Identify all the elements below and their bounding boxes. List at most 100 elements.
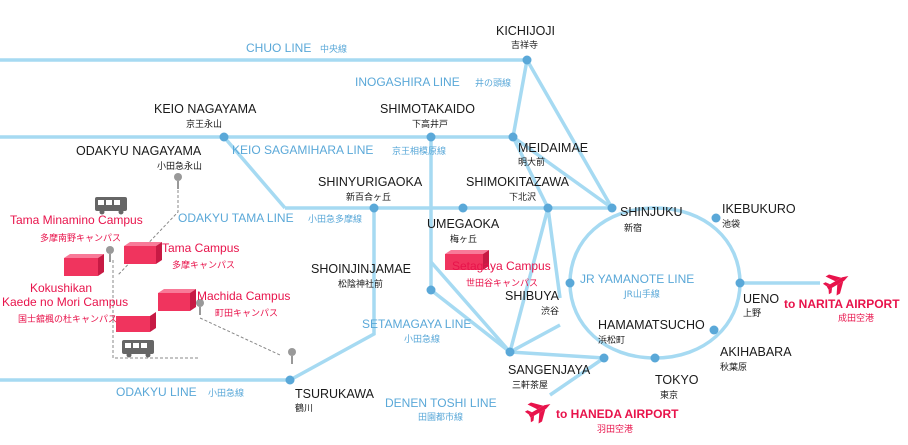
line-label-setamagaya: SETAMAGAYA LINE <box>362 317 471 331</box>
airport-label-narita-jp: 成田空港 <box>838 312 874 324</box>
campus-building-icon <box>116 312 156 332</box>
line-label-yamanote-jp: JR山手線 <box>623 288 660 300</box>
station-dot-hamamatsucho <box>599 353 609 363</box>
station-dot-shinyurigaoka <box>369 203 379 213</box>
station-dot-tokyo <box>650 353 660 363</box>
airplane-icon <box>524 402 551 424</box>
station-label-tokyo-jp: 東京 <box>660 389 678 401</box>
line-label-odakyu: ODAKYU LINE <box>116 385 197 399</box>
station-label-shimokitazawa: SHIMOKITAZAWA <box>466 175 570 189</box>
station-dot-shinjuku <box>607 203 617 213</box>
campus-building-icon <box>124 242 162 264</box>
station-label-shinyurigaoka-jp: 新百合ヶ丘 <box>346 191 391 203</box>
line-label-chuo: CHUO LINE <box>246 41 311 55</box>
station-label-shoinjinjamae: SHOINJINJAMAE <box>311 262 411 276</box>
station-label-shinyurigaoka: SHINYURIGAOKA <box>318 175 423 189</box>
bus-stop-icon <box>106 246 114 262</box>
line-label-setamagaya-jp: 小田急線 <box>404 333 440 345</box>
line-label-odakyu-tama-jp: 小田急多摩線 <box>308 213 362 225</box>
airport-label-haneda: to HANEDA AIRPORT <box>556 407 679 421</box>
line-label-denen-toshi-jp: 田園都市線 <box>418 411 463 423</box>
bus-icon <box>95 197 127 215</box>
station-label-tokyo: TOKYO <box>655 373 699 387</box>
bus-icon <box>122 340 154 358</box>
haneda-route <box>549 356 605 397</box>
station-label-shibuya-jp: 渋谷 <box>541 305 559 317</box>
campus-label-kokushikan-line1: Kokushikan <box>30 281 92 295</box>
line-label-odakyu-jp: 小田急線 <box>208 387 244 399</box>
denen-toshi-line-route <box>508 207 550 353</box>
station-label-ueno: UENO <box>743 292 779 306</box>
station-label-ikebukuro-jp: 池袋 <box>722 218 740 230</box>
station-label-shimotakaido: SHIMOTAKAIDO <box>380 102 475 116</box>
station-label-sangenjaya: SANGENJAYA <box>508 363 591 377</box>
station-dot-kichijoji <box>522 55 532 65</box>
station-label-umegaoka-jp: 梅ヶ丘 <box>450 233 477 245</box>
station-label-akihabara-jp: 秋葉原 <box>720 361 747 373</box>
line-label-odakyu-tama: ODAKYU TAMA LINE <box>178 211 294 225</box>
station-dot-meidaimae <box>508 132 518 142</box>
station-dots <box>219 55 745 385</box>
campus-label-setagaya-jp: 世田谷キャンパス <box>466 277 538 289</box>
station-dot-shibuya <box>565 278 575 288</box>
station-label-shinjuku-jp: 新宿 <box>624 222 642 234</box>
bus-connector-tama <box>112 260 200 359</box>
station-dot-sangenjaya <box>505 347 515 357</box>
station-label-umegaoka: UMEGAOKA <box>427 217 500 231</box>
campus-label-setagaya: Setagaya Campus <box>452 259 551 273</box>
campus-label-tama-minamino-jp: 多摩南野キャンパス <box>40 232 121 244</box>
station-label-keio-nagayama-jp: 京王永山 <box>186 118 222 130</box>
station-label-shinjuku: SHINJUKU <box>620 205 683 219</box>
station-label-odakyu-nagayama-jp: 小田急永山 <box>157 160 202 172</box>
station-label-tsurukawa: TSURUKAWA <box>295 387 375 401</box>
campus-label-tama: Tama Campus <box>162 241 239 255</box>
station-label-tsurukawa-jp: 鶴川 <box>295 402 313 414</box>
campus-building-icon <box>445 250 489 270</box>
campus-label-machida-jp: 町田キャンパス <box>215 308 278 319</box>
airport-label-narita: to NARITA AIRPORT <box>784 297 900 311</box>
station-label-ikebukuro: IKEBUKURO <box>722 202 796 216</box>
campus-label-machida: Machida Campus <box>197 289 290 303</box>
station-dot-ueno <box>735 278 745 288</box>
campus-label-tama-minamino: Tama Minamino Campus <box>10 213 143 227</box>
station-label-ueno-jp: 上野 <box>743 308 761 319</box>
line-label-chuo-jp: 中央線 <box>320 43 347 55</box>
campus-building-icon <box>64 254 104 276</box>
station-label-shoinjinjamae-jp: 松陰神社前 <box>338 278 383 290</box>
station-label-shimokitazawa-jp: 下北沢 <box>509 191 536 203</box>
station-label-meidaimae-jp: 明大前 <box>518 156 545 168</box>
inogashira-line-route <box>511 59 562 299</box>
campus-label-kokushikan-jp: 国士舘楓の杜キャンパス <box>18 313 117 325</box>
line-label-yamanote: JR YAMANOTE LINE <box>580 272 694 286</box>
bus-stop-icon <box>174 173 182 189</box>
line-label-keio-sagamihara-jp: 京王相模原線 <box>392 145 446 157</box>
station-dot-ikebukuro <box>711 213 721 223</box>
station-label-kichijoji-jp: 吉祥寺 <box>511 39 538 51</box>
bus-stop-icon <box>196 299 204 315</box>
station-label-hamamatsucho-jp: 浜松町 <box>598 334 625 346</box>
station-dot-shimokitazawa <box>543 203 553 213</box>
odakyu-line-route <box>0 208 376 382</box>
station-label-shimotakaido-jp: 下高井戸 <box>412 118 448 130</box>
bus-stop-icon <box>288 348 296 364</box>
airplane-icon <box>822 274 849 296</box>
station-dot-umegaoka <box>458 203 468 213</box>
keio-sagamihara-line-route <box>222 135 287 210</box>
bus-stops <box>106 173 296 364</box>
station-label-sangenjaya-jp: 三軒茶屋 <box>512 379 548 391</box>
station-label-shibuya: SHIBUYA <box>505 289 560 303</box>
airport-label-haneda-jp: 羽田空港 <box>597 423 633 435</box>
campus-building-icon <box>158 289 196 311</box>
line-label-inogashira-jp: 井の頭線 <box>475 77 511 89</box>
line-label-keio-sagamihara: KEIO SAGAMIHARA LINE <box>232 143 373 157</box>
campus-label-tama-jp: 多摩キャンパス <box>172 259 235 271</box>
bus-connector-machida <box>199 317 281 356</box>
sangenjaya-link-route <box>509 350 605 360</box>
station-dot-shimotakaido <box>426 132 436 142</box>
station-label-odakyu-nagayama: ODAKYU NAGAYAMA <box>76 144 202 158</box>
station-dot-keio-nagayama <box>219 132 229 142</box>
station-label-meidaimae: MEIDAIMAE <box>518 141 588 155</box>
station-label-akihabara: AKIHABARA <box>720 345 792 359</box>
